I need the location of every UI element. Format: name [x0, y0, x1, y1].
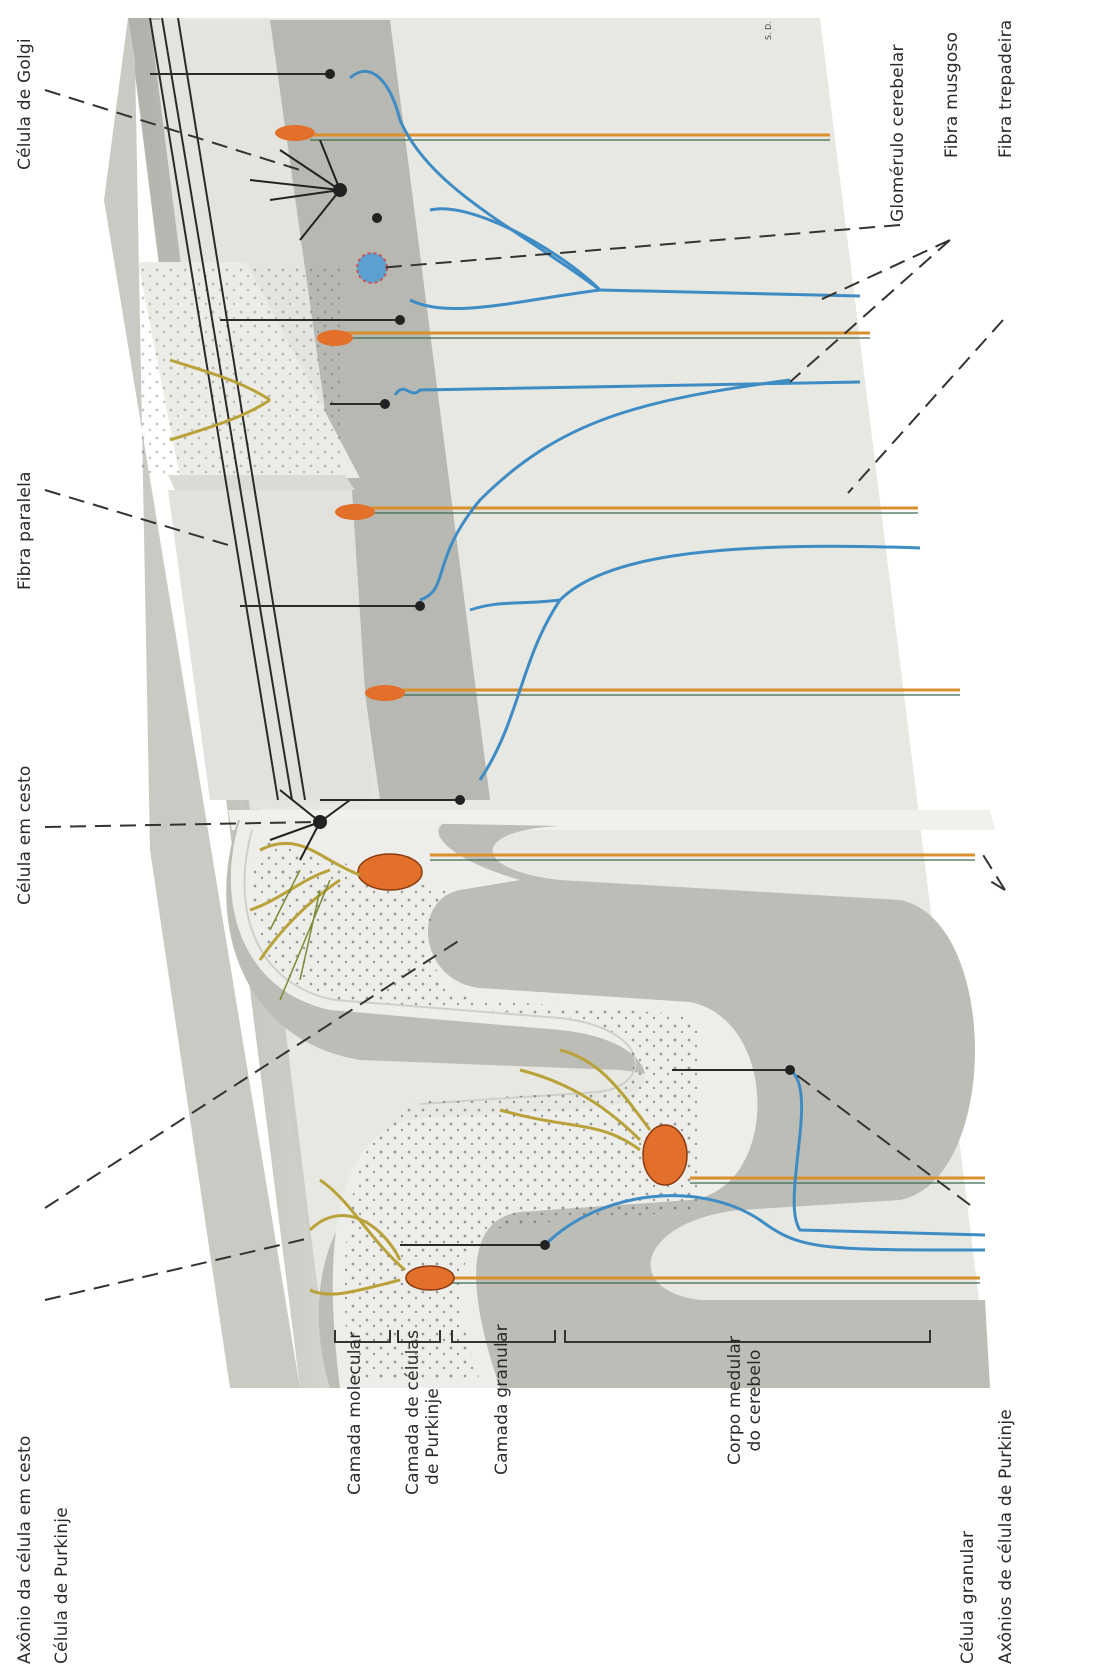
label-granular-layer: Camada granular	[492, 1324, 512, 1475]
label-medullary-body: Corpo medular do cerebelo	[725, 1336, 765, 1465]
label-parallel-fiber: Fibra paralela	[15, 471, 35, 590]
label-molecular-layer: Camada molecular	[345, 1332, 365, 1495]
label-golgi-cell: Célula de Golgi	[15, 38, 35, 170]
label-purkinje-layer: Camada de células de Purkinje	[403, 1330, 443, 1495]
cerebellar-glomerulus	[357, 253, 387, 283]
artist-signature: S. D.	[764, 21, 773, 40]
label-mossy-fiber: Fibra musgoso	[942, 32, 962, 158]
label-basket-cell-axon: Axônio da célula em cesto	[15, 1436, 35, 1664]
label-cerebellar-glomerulus: Glomérulo cerebelar	[888, 44, 908, 222]
label-climbing-fiber: Fibra trepadeira	[996, 20, 1016, 158]
label-purkinje-axons: Axônios de célula de Purkinje	[996, 1409, 1016, 1664]
label-purkinje-cell: Célula de Purkinje	[52, 1507, 72, 1664]
label-basket-cell: Célula em cesto	[15, 765, 35, 905]
label-granule-cell: Célula granular	[958, 1531, 978, 1664]
